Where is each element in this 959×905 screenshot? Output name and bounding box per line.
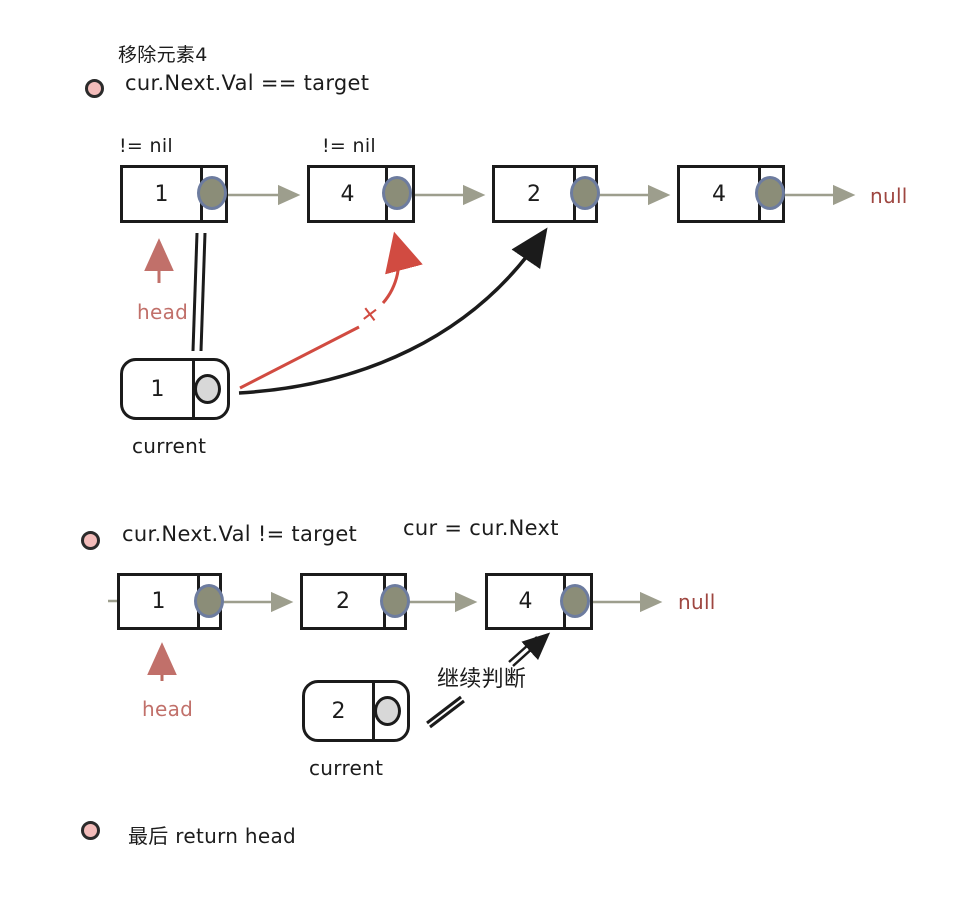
condition-equal-text: cur.Next.Val == target — [125, 71, 370, 95]
head-label-1: head — [137, 300, 189, 324]
pointer-dot-icon — [380, 583, 410, 618]
equals-link-lines — [191, 232, 207, 352]
bullet-icon — [85, 79, 104, 98]
current-node-2: 2 — [302, 680, 410, 742]
pointer-dot-icon — [194, 374, 221, 404]
new-pointer-arrow — [238, 227, 548, 395]
pointer-dot-icon — [374, 696, 401, 726]
head-label-2: head — [142, 697, 194, 721]
node-value: 4 — [340, 181, 355, 207]
assignment-text: cur = cur.Next — [403, 516, 559, 540]
pointer-dot-icon — [382, 176, 412, 210]
pointer-dot-icon — [755, 176, 785, 210]
null-label-1: null — [870, 184, 908, 208]
node-value: 2 — [336, 589, 350, 614]
list-node: 1 — [117, 573, 224, 630]
pointer-dot-icon — [570, 176, 600, 210]
pen-slash — [426, 695, 465, 729]
list-node: 2 — [300, 573, 410, 630]
node-value: 1 — [150, 376, 165, 402]
continue-annotation: 继续判断 — [437, 667, 527, 692]
list-node: 1 — [120, 165, 228, 223]
current-label-1: current — [132, 434, 207, 458]
bullet-icon — [81, 531, 100, 550]
nil-label-1: != nil — [119, 135, 173, 157]
condition-notequal-text: cur.Next.Val != target — [122, 522, 358, 546]
node-divider — [192, 361, 195, 417]
page-title: 移除元素4 — [118, 44, 208, 66]
node-divider — [372, 683, 375, 739]
list-node: 4 — [307, 165, 415, 223]
null-label-2: null — [678, 590, 716, 614]
bullet-icon — [81, 821, 100, 840]
node-value: 2 — [331, 698, 346, 724]
node-value: 4 — [712, 181, 726, 207]
current-label-2: current — [309, 756, 384, 780]
pointer-dot-icon — [197, 176, 227, 210]
list-node: 4 — [485, 573, 593, 630]
nil-label-2: != nil — [322, 135, 376, 157]
red-broken-pointer-arrow — [239, 231, 423, 390]
list-node: 4 — [677, 165, 785, 223]
node-value: 1 — [154, 181, 169, 207]
pointer-dot-icon — [560, 583, 590, 618]
return-note: 最后 return head — [128, 824, 296, 848]
continue-arrow — [508, 632, 551, 667]
node-value: 1 — [151, 589, 166, 614]
node-value: 4 — [518, 589, 533, 614]
pointer-dot-icon — [194, 583, 224, 618]
node-value: 2 — [527, 181, 541, 207]
x-mark: ✕ — [359, 301, 381, 329]
current-node-1: 1 — [120, 358, 230, 420]
list-node: 2 — [492, 165, 600, 223]
